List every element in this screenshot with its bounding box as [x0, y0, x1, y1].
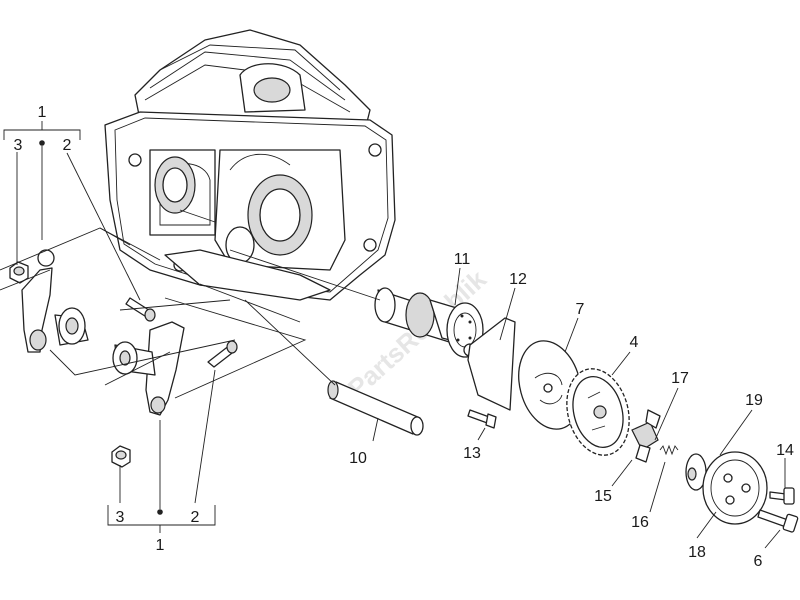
camshaft [374, 287, 484, 358]
callout-2-bottom: 2 [191, 509, 200, 526]
callout-13: 13 [463, 445, 481, 462]
rocker-arm-upper [21, 249, 89, 353]
callout-12: 12 [509, 271, 527, 288]
bolt-14 [769, 487, 795, 505]
callout-3-bottom: 3 [116, 509, 125, 526]
cylinder-head [104, 29, 396, 301]
callout-4: 4 [630, 334, 639, 351]
callout-10: 10 [349, 450, 367, 467]
callout-16: 16 [631, 514, 649, 531]
retainer-plate [467, 317, 516, 411]
bolt-6 [757, 509, 799, 533]
callout-17: 17 [671, 370, 689, 387]
timing-sprocket [566, 368, 630, 456]
cover-plate [702, 451, 768, 525]
callout-6: 6 [754, 553, 763, 570]
nut-lower [111, 445, 131, 468]
decompressor-weight [631, 409, 661, 463]
callout-15: 15 [594, 488, 612, 505]
callout-1-top: 1 [38, 104, 47, 121]
callout-2-top: 2 [63, 137, 72, 154]
callout-14: 14 [776, 442, 794, 459]
bracket-top [3, 121, 141, 301]
callout-1-bottom: 1 [156, 537, 165, 554]
callout-11: 11 [454, 251, 471, 268]
rocker-shaft-pin [327, 380, 424, 436]
exploded-guide-lines [0, 227, 381, 399]
rocker-arm-lower [112, 321, 185, 416]
decompressor-spring [659, 444, 679, 456]
callout-3-top: 3 [14, 137, 23, 154]
nut-upper [9, 261, 29, 284]
callout-19: 19 [745, 392, 763, 409]
bracket-bottom [107, 369, 216, 533]
bolt-13 [467, 409, 497, 429]
leader-lines [372, 267, 786, 549]
callout-18: 18 [688, 544, 706, 561]
callout-7: 7 [576, 301, 585, 318]
